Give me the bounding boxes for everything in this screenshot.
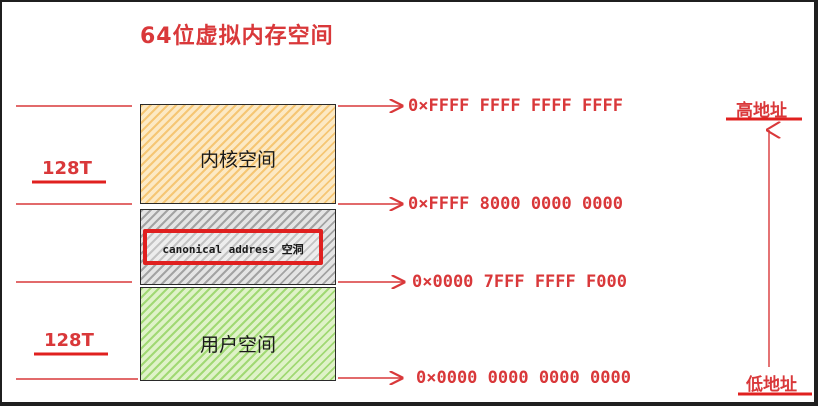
user-space-label: 用户空间 [199, 334, 276, 356]
memory-layout-diagram: 64位虚拟内存空间 内核空间 cano [2, 2, 814, 402]
low-address-label: 低地址 [746, 375, 797, 395]
canonical-hole-region [140, 209, 336, 285]
canonical-hole-highlight: canonical address 空洞 [143, 229, 323, 265]
canonical-hole-label: canonical address 空洞 [162, 243, 304, 256]
kernel-size-label: 128T [42, 158, 92, 179]
diagram-title: 64位虚拟内存空间 [140, 24, 334, 49]
user-size-label: 128T [44, 330, 94, 351]
address-kernel-start: 0×FFFF 8000 0000 0000 [408, 194, 623, 214]
kernel-space-region: 内核空间 [140, 104, 336, 204]
address-top: 0×FFFF FFFF FFFF FFFF [408, 96, 623, 116]
kernel-space-label: 内核空间 [199, 149, 276, 171]
user-space-region: 用户空间 [140, 287, 336, 381]
address-bottom: 0×0000 0000 0000 0000 [416, 368, 631, 388]
high-address-label: 高地址 [736, 101, 787, 121]
connector-lines [16, 2, 812, 396]
address-user-end: 0×0000 7FFF FFFF F000 [412, 272, 627, 292]
